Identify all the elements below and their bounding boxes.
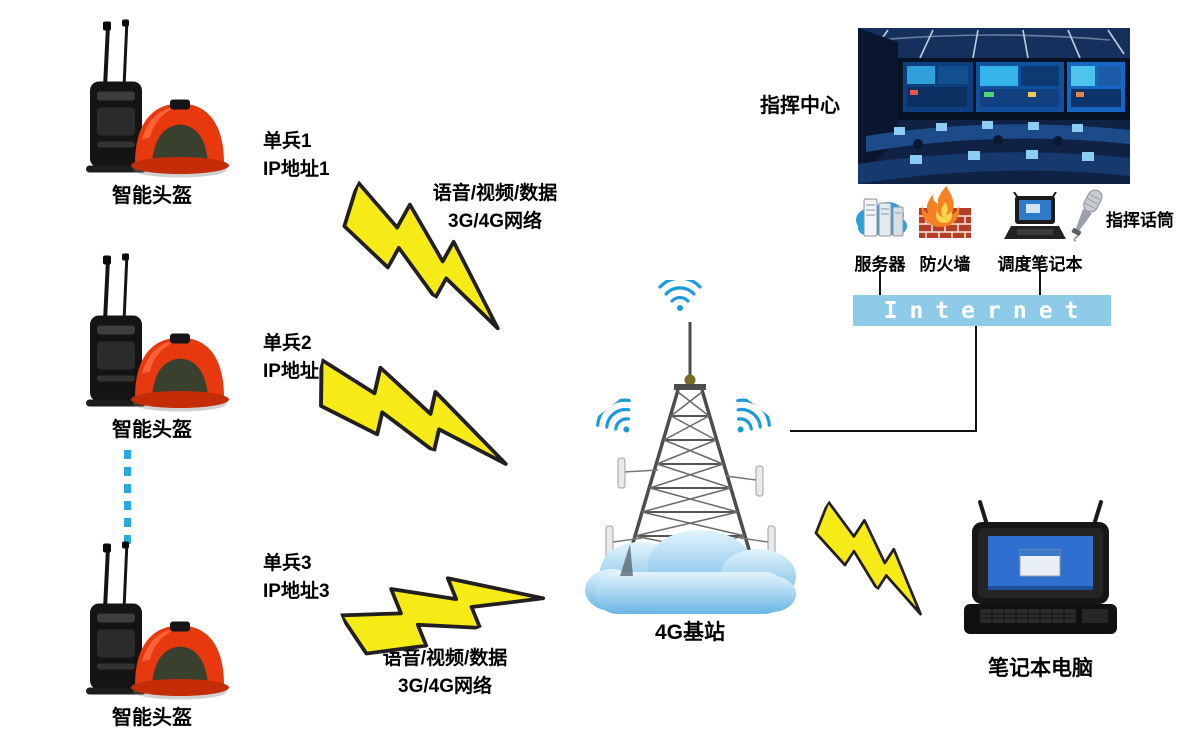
video-wall bbox=[903, 62, 1125, 112]
soldier-label-1: 单兵1 IP地址1 bbox=[263, 128, 330, 183]
link-top-line1: 语音/视频/数据 bbox=[432, 183, 558, 204]
command-center-photo bbox=[858, 28, 1130, 184]
soldier-2-ip: IP地址2 bbox=[263, 360, 330, 382]
flame bbox=[921, 186, 960, 227]
server-towers bbox=[863, 198, 904, 237]
link-annotation-bottom: 语音/视频/数据 3G/4G网络 bbox=[340, 645, 550, 700]
wifi-icon-top bbox=[658, 280, 702, 312]
link-bottom-line2: 3G/4G网络 bbox=[398, 675, 492, 697]
operators bbox=[913, 135, 1063, 149]
soldier-1-ip: IP地址1 bbox=[263, 158, 330, 180]
soldier-2-name: 单兵2 bbox=[263, 333, 312, 354]
network-cloud bbox=[585, 530, 796, 614]
microphone-icon bbox=[1071, 189, 1103, 242]
internet-bar: Internet bbox=[853, 295, 1111, 326]
link-bottom-line1: 语音/视频/数据 bbox=[382, 648, 508, 669]
desk-monitors bbox=[894, 121, 1094, 164]
more-units-ellipsis bbox=[124, 450, 131, 548]
smart-helmet-unit-1 bbox=[72, 18, 232, 186]
helmet-label-1: 智能头盔 bbox=[112, 185, 192, 207]
connector-internet-tower bbox=[790, 430, 977, 432]
soldier-label-2: 单兵2 IP地址2 bbox=[263, 330, 330, 385]
firewall-icon bbox=[919, 186, 971, 238]
dispatch-laptop-icon bbox=[1004, 192, 1066, 239]
mini-mast bbox=[620, 544, 633, 576]
connector-dispatch-internet bbox=[1039, 271, 1041, 295]
soldier-3-ip: IP地址3 bbox=[263, 580, 330, 602]
firewall-label: 防火墙 bbox=[919, 255, 971, 274]
field-laptop bbox=[964, 500, 1117, 634]
soldier-label-3: 单兵3 IP地址3 bbox=[263, 550, 330, 605]
soldier-3-name: 单兵3 bbox=[263, 553, 312, 574]
server-icon bbox=[856, 198, 907, 237]
command-center-label: 指挥中心 bbox=[760, 95, 840, 117]
link-annotation-top: 语音/视频/数据 3G/4G网络 bbox=[390, 180, 600, 235]
base-station-label: 4G基站 bbox=[654, 621, 725, 644]
soldier-1-name: 单兵1 bbox=[263, 131, 312, 152]
helmet-label-3: 智能头盔 bbox=[112, 707, 192, 729]
smart-helmet-unit-2 bbox=[72, 252, 232, 420]
helmet-label-2: 智能头盔 bbox=[112, 419, 192, 441]
smart-helmet-unit-3 bbox=[72, 540, 232, 708]
connector-internet-down bbox=[975, 326, 977, 432]
field-laptop-label: 笔记本电脑 bbox=[988, 657, 1093, 680]
lightning-bolt-icon-4 bbox=[803, 495, 950, 617]
lightning-bolt-icon-2 bbox=[307, 349, 524, 468]
dispatch-laptop-label: 调度笔记本 bbox=[997, 255, 1083, 274]
laptop-touchpad bbox=[1082, 609, 1108, 623]
microphone-label: 指挥话筒 bbox=[1106, 211, 1174, 230]
server-label: 服务器 bbox=[854, 255, 906, 274]
connector-server-internet bbox=[879, 271, 881, 295]
mast-ball bbox=[684, 374, 696, 386]
link-top-line2: 3G/4G网络 bbox=[448, 210, 542, 232]
base-station-tower bbox=[585, 322, 796, 614]
